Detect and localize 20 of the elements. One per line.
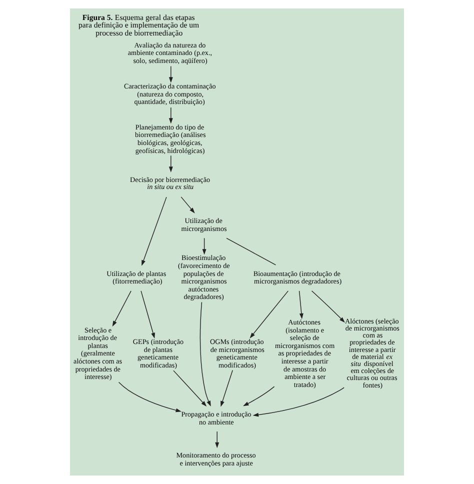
connector (226, 238, 276, 266)
arrow (180, 196, 195, 214)
arrow (173, 370, 207, 407)
arrow (140, 290, 155, 339)
arrow (112, 290, 132, 327)
arrow (202, 238, 206, 255)
caption: Figura 5. Esquema geral das etapas para definição e implementação de um processo de biorremediação (78, 12, 200, 38)
arrow (142, 196, 167, 266)
arrow (298, 290, 304, 320)
arrow (118, 382, 182, 412)
arrow (243, 386, 275, 406)
arrow (215, 431, 220, 448)
arrow (250, 290, 288, 338)
arrow (168, 107, 173, 124)
arrow (252, 387, 344, 417)
arrow (168, 155, 173, 172)
arrow (168, 66, 173, 83)
arrow (220, 370, 233, 407)
arrow (311, 290, 345, 323)
arrow (200, 302, 211, 407)
